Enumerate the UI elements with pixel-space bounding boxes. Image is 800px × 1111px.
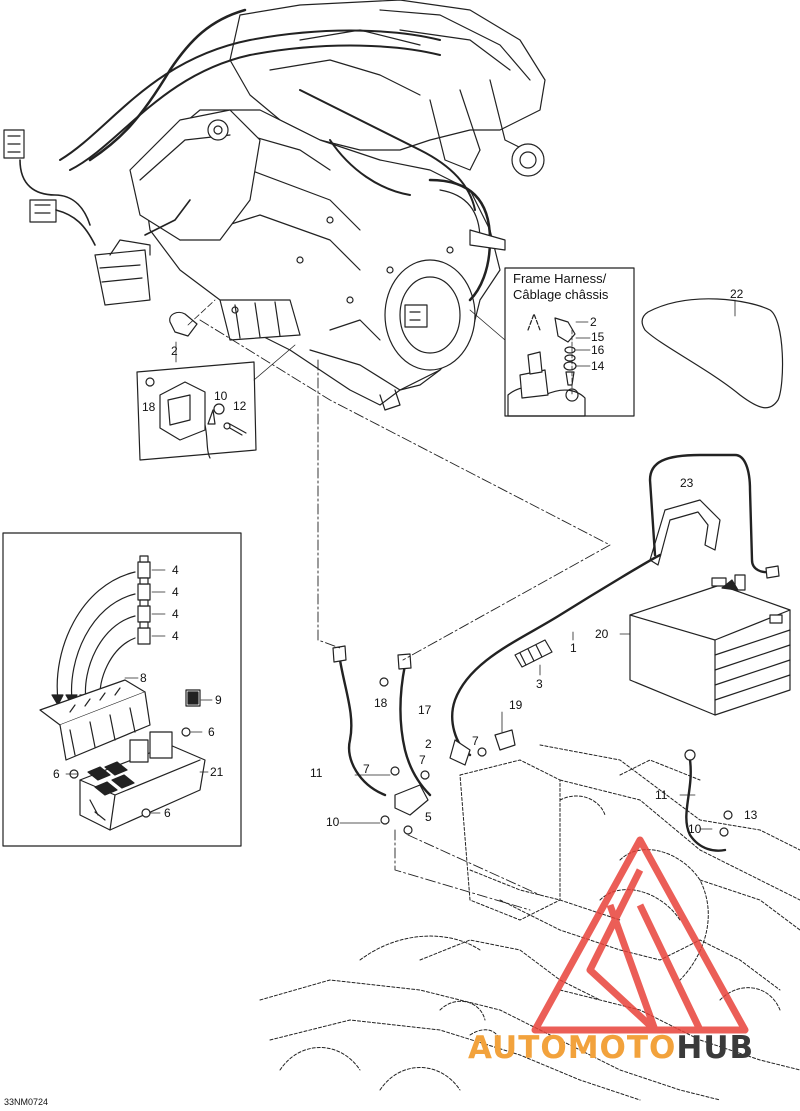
callout-20: 20	[595, 627, 609, 641]
fuse-icon	[137, 555, 151, 645]
frame-harness-inset	[469, 267, 635, 417]
watermark-text: AUTOMOTOHUB	[468, 1030, 754, 1066]
watermark-part2: HUB	[676, 1030, 755, 1066]
callout-15: 15	[591, 330, 605, 344]
watermark-part1: AUTOMOTO	[468, 1030, 677, 1066]
callout-7: 7	[363, 762, 370, 776]
callout-7: 7	[472, 734, 479, 748]
callout-11: 11	[310, 766, 323, 780]
callout-14: 14	[591, 359, 605, 373]
callout-7: 7	[419, 753, 426, 767]
callout-10: 10	[214, 389, 228, 403]
callout-22: 22	[730, 287, 744, 301]
callout-4: 4	[172, 607, 179, 621]
fusebox-inset	[2, 532, 242, 847]
inset-title-line1: Frame Harness/	[513, 271, 607, 286]
drawing-code: 33NM0724	[4, 1097, 49, 1107]
battery-pad-icon	[641, 298, 784, 409]
callout-3: 3	[536, 677, 543, 691]
callout-10: 10	[688, 822, 702, 836]
callout-6: 6	[208, 725, 215, 739]
callout-4: 4	[172, 629, 179, 643]
callout-4: 4	[172, 563, 179, 577]
callout-5: 5	[425, 810, 432, 824]
frame-illustration	[259, 744, 800, 1101]
callout-2: 2	[425, 737, 432, 751]
callout-8: 8	[140, 671, 147, 685]
callout-6: 6	[164, 806, 171, 820]
callout-21: 21	[210, 765, 224, 779]
callout-4: 4	[172, 585, 179, 599]
callout-2: 2	[171, 344, 178, 358]
callout-11: 11	[655, 788, 668, 802]
callout-10: 10	[326, 815, 340, 829]
callout-2: 2	[590, 315, 597, 329]
inset-title-line2: Câblage châssis	[513, 287, 609, 302]
callout-12: 12	[233, 399, 247, 413]
callout-9: 9	[215, 693, 222, 707]
callout-18: 18	[374, 696, 388, 710]
callout-6: 6	[53, 767, 60, 781]
battery-icon	[619, 577, 791, 716]
callout-1: 1	[570, 641, 577, 655]
watermark-logo	[531, 836, 749, 1034]
battery-strap-icon	[649, 499, 721, 566]
engine-illustration	[3, 0, 546, 411]
callout-23: 23	[680, 476, 694, 490]
callout-18: 18	[142, 400, 156, 414]
solenoid-inset	[136, 344, 296, 461]
callout-19: 19	[509, 698, 523, 712]
callout-17: 17	[418, 703, 432, 717]
callout-13: 13	[744, 808, 758, 822]
frame-harness-inset-title: Frame Harness/ Câblage châssis	[513, 271, 608, 303]
connector-boot-icon	[169, 311, 198, 337]
callout-16: 16	[591, 343, 605, 357]
